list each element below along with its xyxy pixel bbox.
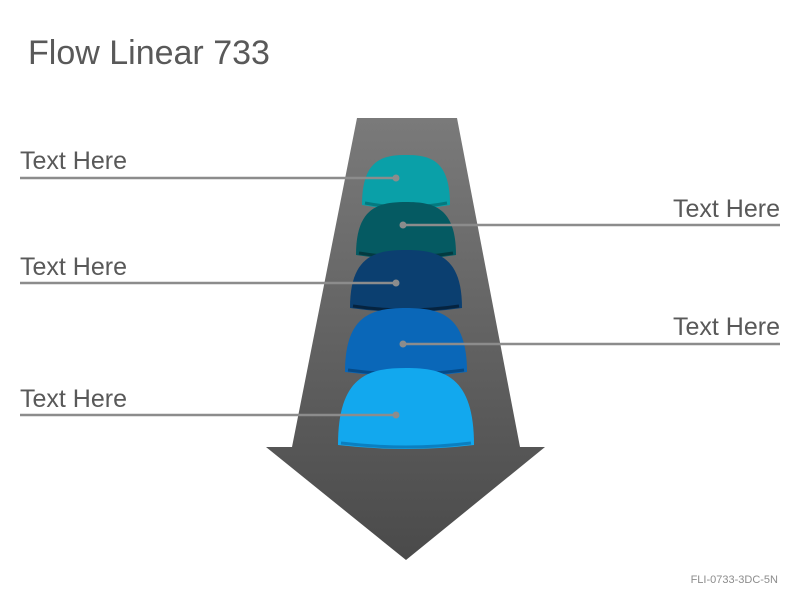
label-2: Text Here: [673, 195, 780, 223]
connectors-layer: [20, 174, 780, 419]
dome-5: [338, 368, 474, 449]
dome-3: [350, 250, 462, 312]
connector-dot-4: [399, 340, 407, 348]
dome-2: [356, 202, 456, 259]
connector-dot-3: [392, 279, 400, 287]
slide-code: FLI-0733-3DC-5N: [690, 574, 778, 586]
label-1: Text Here: [20, 147, 127, 175]
domes-layer: [338, 155, 474, 449]
connector-dot-1: [392, 174, 400, 182]
dome-rim-5: [340, 441, 472, 449]
connector-dot-5: [392, 411, 400, 419]
label-5: Text Here: [20, 385, 127, 413]
slide-title: Flow Linear 733: [28, 34, 270, 72]
dome-4: [345, 308, 467, 376]
dome-1: [362, 155, 450, 209]
connector-dot-2: [399, 221, 407, 229]
label-3: Text Here: [20, 253, 127, 281]
label-4: Text Here: [673, 313, 780, 341]
